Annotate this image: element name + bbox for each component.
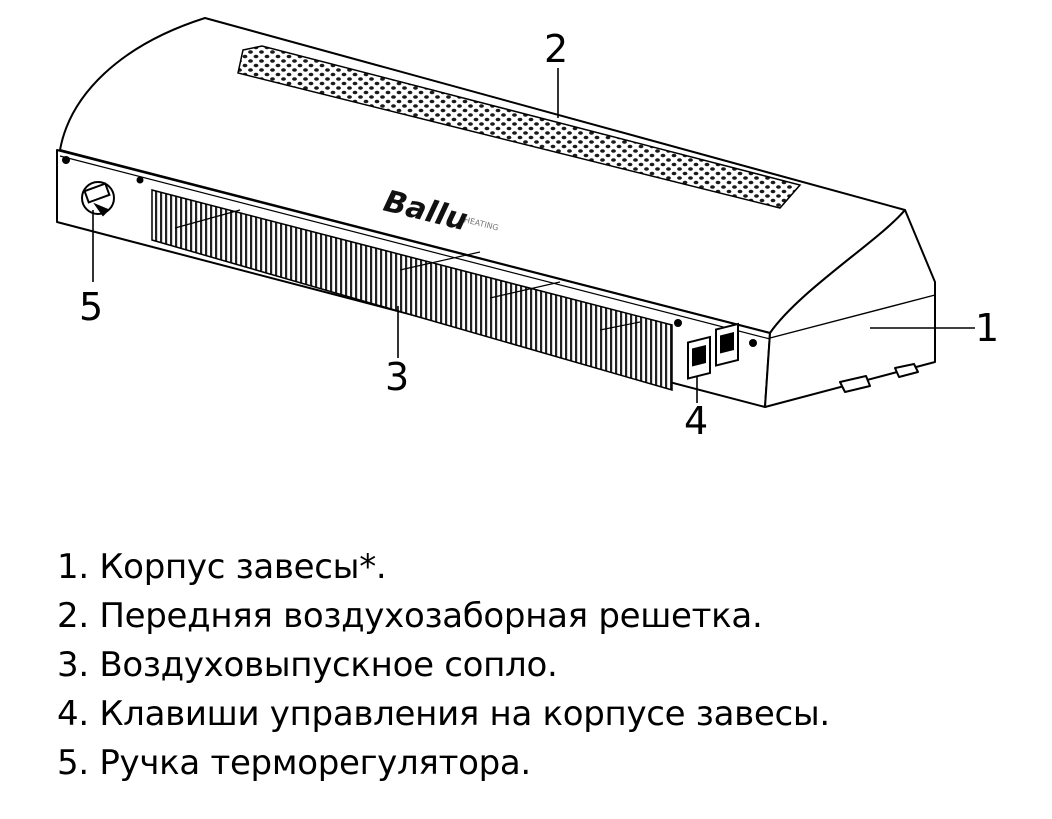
leader-lines xyxy=(92,68,975,403)
housing-right-end xyxy=(764,209,936,408)
callout-3: 3 xyxy=(385,355,409,399)
outlet-inner-line xyxy=(174,209,241,229)
housing-foot xyxy=(839,375,871,393)
outlet-inner-line xyxy=(399,251,481,271)
housing-foot xyxy=(894,363,919,378)
legend-item: 4. Клавиши управления на корпусе завесы. xyxy=(57,694,830,734)
callout-1: 1 xyxy=(975,306,999,350)
housing-edge-line xyxy=(769,294,936,339)
thermostat-knob xyxy=(81,181,115,217)
outlet-inner-line xyxy=(489,281,561,299)
parts-legend: 1. Корпус завесы*. 2. Передняя воздухоза… xyxy=(57,543,830,788)
outlet-inner-lines xyxy=(174,209,641,331)
legend-item: 1. Корпус завесы*. xyxy=(57,547,387,587)
outlet-inner-line xyxy=(599,321,641,331)
legend-item: 3. Воздуховыпускное сопло. xyxy=(57,645,558,685)
screw xyxy=(674,319,682,327)
thermostat-knob-tab xyxy=(93,202,110,217)
screws xyxy=(62,156,757,347)
outlet-nozzle xyxy=(151,189,673,391)
callout-4: 4 xyxy=(684,399,708,443)
intake-grille xyxy=(237,45,802,209)
air-curtain-diagram: Ballu HEATING 1 2 3 4 5 xyxy=(56,17,999,443)
screw xyxy=(136,176,144,184)
screw xyxy=(749,339,757,347)
housing-edge-line xyxy=(59,155,771,340)
switch-left-rocker xyxy=(692,344,706,367)
callout-2: 2 xyxy=(544,27,568,71)
callout-5: 5 xyxy=(79,285,103,329)
switch-right-rocker xyxy=(720,331,734,354)
thermostat-knob-grip xyxy=(83,182,111,204)
legend-item: 5. Ручка терморегулятора. xyxy=(57,743,531,783)
screw xyxy=(62,156,70,164)
control-switches xyxy=(687,322,739,380)
legend-item: 2. Передняя воздухозаборная решетка. xyxy=(57,596,763,636)
